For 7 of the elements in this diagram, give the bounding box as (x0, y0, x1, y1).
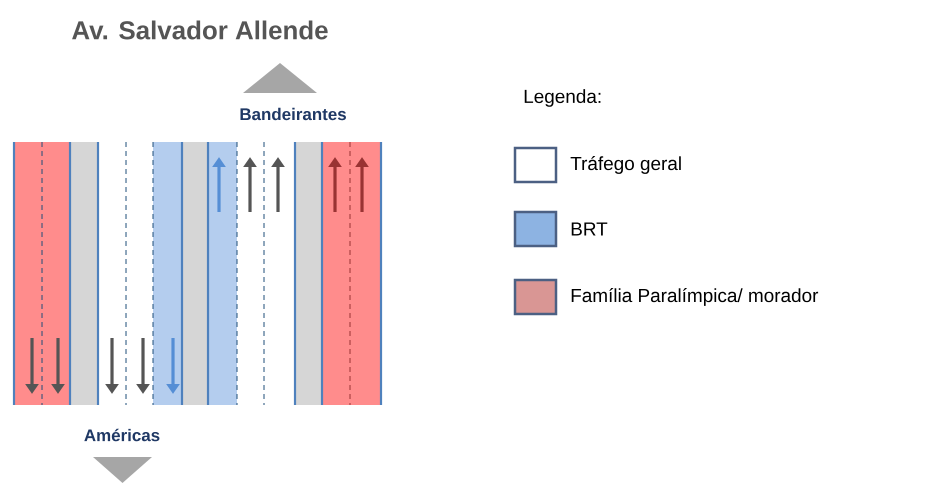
legend-label: BRT (572, 222, 608, 236)
title: Av. Salvador Allende (72, 20, 328, 40)
street-label: Américas (84, 428, 160, 442)
legend-label: Família Paralímpica/ morador (572, 288, 818, 306)
legend-label: Tráfego geral (570, 156, 681, 174)
street-label: Bandeirantes (240, 108, 346, 120)
legend-heading: Legenda: (524, 89, 600, 107)
